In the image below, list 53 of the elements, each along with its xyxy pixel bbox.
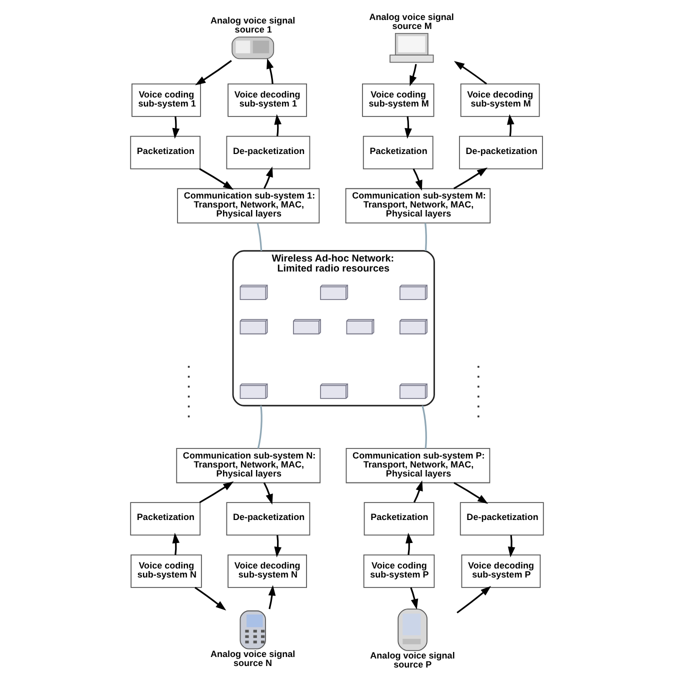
node-box: Voice coding sub-system 1 [131,84,200,117]
arrow [274,114,282,136]
node-box: De-packetization [459,502,544,536]
arrow [453,482,488,504]
node-box: Communication sub-system 1: Transport, Network, MAC, Physical layers [176,188,320,224]
arrow [198,481,234,504]
arrow [194,60,232,86]
arrow [404,116,412,139]
node-box: Packetization [363,502,434,536]
node-box: De-packetization [226,502,310,536]
arrow [412,168,422,191]
node-box: Communication sub-system P: Transport, Network, MAC, Physical layers [345,448,490,484]
arrow [198,168,234,190]
node-label: Analog voice signal source N [210,648,295,668]
arrow [410,587,418,610]
node-label: Analog voice signal source P [370,650,454,670]
arrow [262,482,272,505]
arrow [413,480,422,503]
arrow [274,535,282,558]
node-box: Communication sub-system M: Transport, Network, MAC, Physical layers [344,188,490,224]
node-box: Packetization [362,136,433,170]
node-box: Packetization [130,136,200,170]
connector [424,222,426,251]
node-box: De-packetization [226,136,310,170]
connector [256,222,262,251]
node-label: Analog voice signal source M [368,12,454,31]
node-box: Communication sub-system N: Transport, Network, MAC, Physical layers [176,448,320,484]
arrow [263,166,272,189]
node-box: Voice coding sub-system P [362,554,434,588]
arrow [405,532,412,556]
connector [256,406,262,449]
arrow [456,586,491,614]
node-box: Voice coding sub-system N [130,554,202,588]
node-box: Voice decoding sub-system N [227,554,306,588]
cluster: Wireless Ad-hoc Network: Limited radio resources [232,250,434,406]
arrow [409,64,416,86]
arrow [268,585,276,610]
node-box: De-packetization [458,136,542,170]
arrow [172,116,180,139]
node-label: Analog voice signal source 1 [210,16,295,35]
node-box: Voice decoding sub-system M [460,84,540,117]
arrow [172,532,180,556]
node-box: Packetization [130,502,200,536]
node-box: Voice coding sub-system M [362,84,434,117]
arrow [506,114,514,136]
node-box: Voice decoding sub-system P [460,554,540,588]
connector [421,405,426,449]
arrow [453,61,487,85]
node-box: Voice decoding sub-system 1 [227,84,306,117]
arrow [194,586,226,610]
arrow [266,58,274,84]
arrow [507,535,515,558]
arrow [452,167,488,190]
